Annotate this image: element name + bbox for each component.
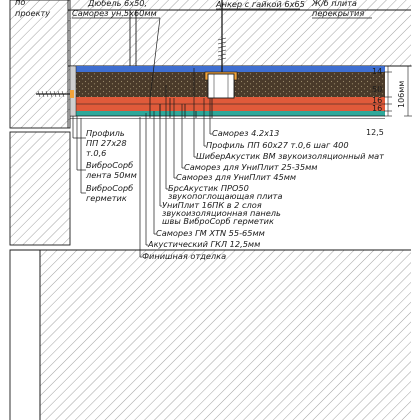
lower-wall-edge bbox=[9, 249, 41, 420]
concrete-slab bbox=[68, 0, 411, 66]
dowel-head bbox=[70, 90, 74, 98]
dim-14: 14 bbox=[372, 67, 382, 76]
label-brs-1: БрсАкустик ПРО50 bbox=[168, 183, 249, 193]
label-anchor: Анкер с гайкой 6х65 bbox=[215, 0, 305, 9]
label-profile-pp-1: Профиль bbox=[86, 128, 125, 138]
dim-12-5: 12,5 bbox=[366, 128, 384, 137]
label-screw-un: Саморез ун.5х60мм bbox=[72, 8, 157, 18]
label-profile-pp-2: ПП 27х28 bbox=[86, 138, 127, 148]
dowel-thread bbox=[37, 90, 65, 98]
left-middle-wall-edge bbox=[9, 131, 71, 246]
dim-50: 50 bbox=[372, 85, 382, 94]
profile-pp-60-section bbox=[207, 73, 235, 99]
gkl-layer bbox=[70, 111, 385, 116]
label-vibro-tape-2: лента 50мм bbox=[85, 170, 137, 180]
label-screw-45: Саморез для УниПлит 45мм bbox=[176, 172, 296, 182]
label-screw-25: Саморез для УниПлит 25-35мм bbox=[184, 162, 317, 172]
label-shiber-mat: ШиберАкустик ВМ звукоизоляционный мат bbox=[196, 151, 384, 161]
dim-16b: 16 bbox=[372, 104, 382, 113]
uniplit-layer-2 bbox=[70, 104, 385, 111]
center-leaders bbox=[139, 68, 212, 258]
label-dowel: Дюбель 6х50, bbox=[87, 0, 147, 8]
label-profile-60: Профиль ПП 60х27 т.0,6 шаг 400 bbox=[206, 140, 349, 150]
label-proektu: проекту bbox=[15, 8, 50, 18]
lower-slab bbox=[40, 250, 411, 420]
label-vibro-seal-1: ВиброСорб bbox=[86, 183, 133, 193]
label-slab-1: Ж/б плита bbox=[311, 0, 357, 8]
label-slab-2: перекрытия bbox=[312, 8, 364, 18]
dim-106: 106мм bbox=[397, 81, 406, 108]
label-profile-pp-3: т.0,6 bbox=[86, 148, 106, 158]
anchor-thread bbox=[217, 37, 227, 61]
label-screw-gm: Саморез ГМ XTN 55-65мм bbox=[156, 228, 265, 238]
label-brs-2: звукопоглощающая плита bbox=[168, 191, 282, 201]
leader-screw-un-2 bbox=[149, 17, 161, 99]
dimension-chain bbox=[384, 65, 412, 117]
dim-16a: 16 bbox=[372, 96, 382, 105]
uniplit-layer-1 bbox=[70, 97, 385, 104]
label-screw-42: Саморез 4.2х13 bbox=[212, 128, 279, 138]
label-uniplit-2: звукоизоляционная панель bbox=[162, 208, 281, 218]
label-uniplit-3: швы ВиброСорб герметик bbox=[162, 216, 274, 226]
label-vibro-seal-2: герметик bbox=[86, 193, 127, 203]
left-middle-wall bbox=[10, 132, 70, 245]
label-finish: Финишная отделка bbox=[142, 251, 226, 261]
label-gkl: Акустический ГКЛ 12,5мм bbox=[147, 239, 260, 249]
left-upper-wall bbox=[10, 0, 70, 128]
label-po: по bbox=[15, 0, 25, 7]
shiber-mat-layer bbox=[70, 66, 385, 72]
lower-slab-edge bbox=[39, 249, 411, 420]
label-vibro-tape-1: ВиброСорб bbox=[86, 160, 133, 170]
label-uniplit-1: УниПлит 16ПК в 2 слоя bbox=[162, 200, 262, 210]
